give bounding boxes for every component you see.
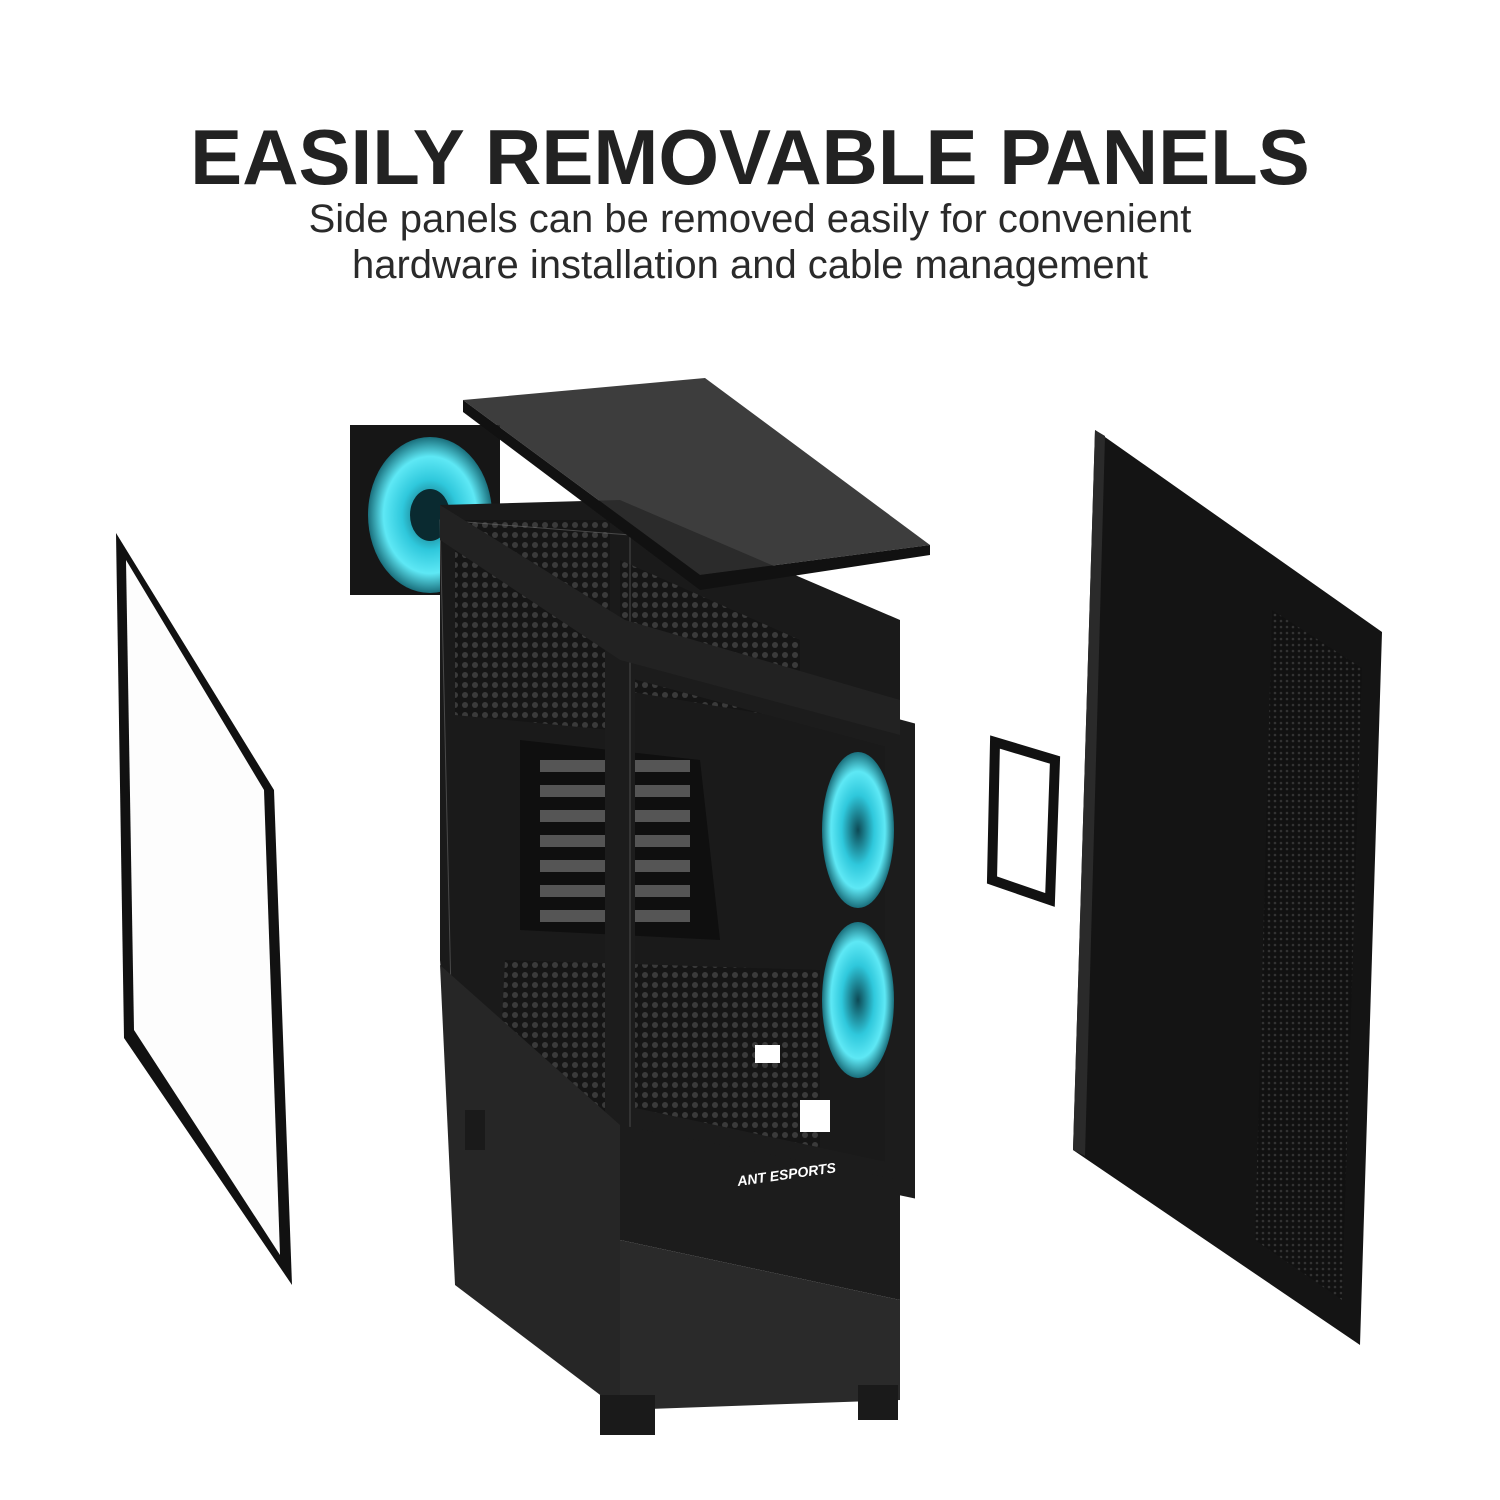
subtitle-line-1: Side panels can be removed easily for co… — [308, 197, 1192, 241]
top-dust-filter-panel — [463, 378, 930, 590]
page-title: EASILY REMOVABLE PANELS — [190, 113, 1310, 201]
front-fan-top-icon — [822, 752, 894, 908]
front-fan-bottom-icon — [822, 922, 894, 1078]
pc-case: ANT ESPORTS — [439, 500, 915, 1435]
right-side-panel — [1073, 430, 1382, 1345]
mounting-bracket — [986, 735, 1061, 907]
left-glass-panel — [116, 533, 292, 1285]
subtitle-line-2: hardware installation and cable manageme… — [351, 243, 1149, 287]
